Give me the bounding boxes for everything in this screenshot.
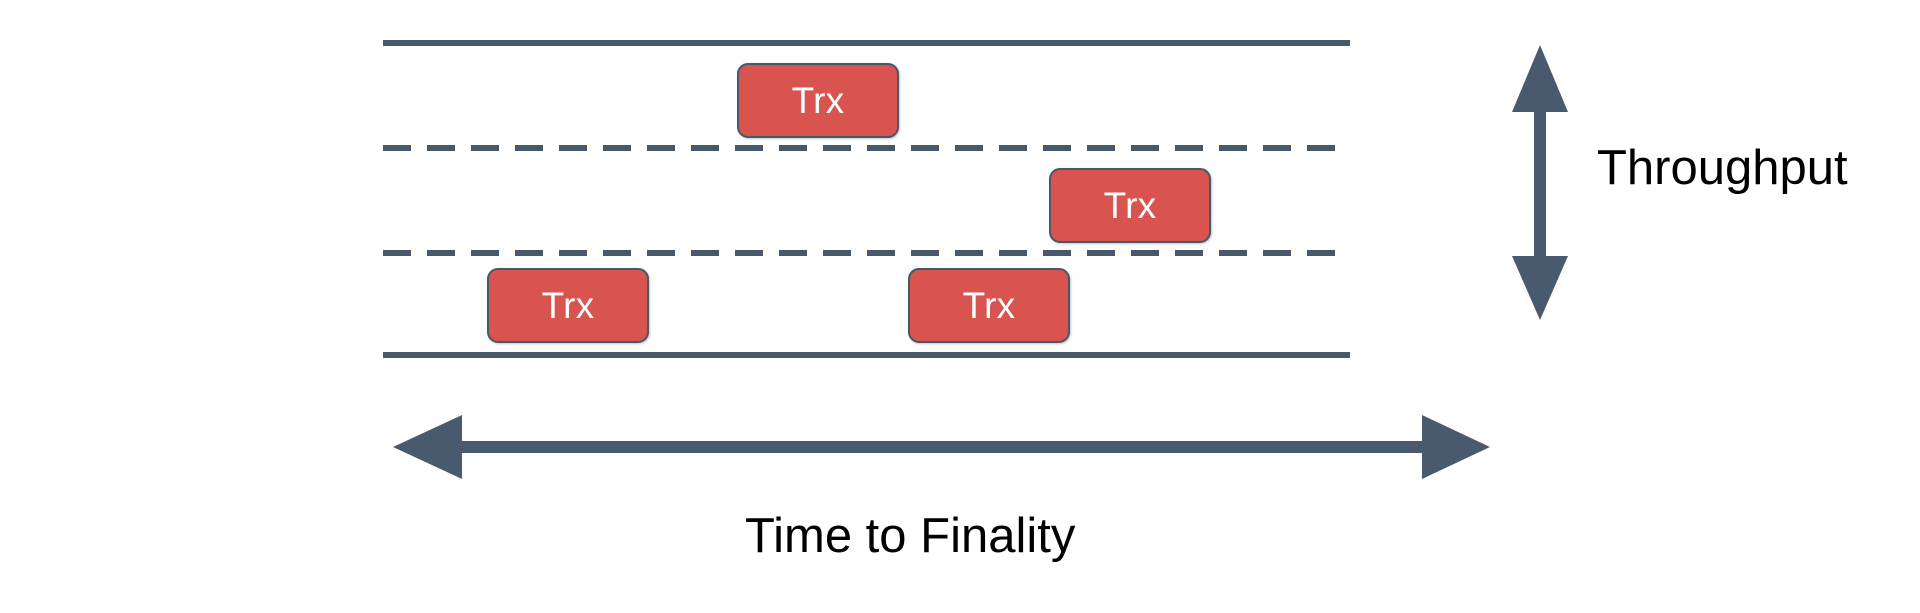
throughput-arrowhead-down <box>1512 256 1568 320</box>
transaction-box[interactable]: Trx <box>908 268 1070 343</box>
transaction-box[interactable]: Trx <box>1049 168 1211 243</box>
time-to-finality-axis-label: Time to Finality <box>745 509 1076 563</box>
throughput-arrowhead-up <box>1512 45 1568 112</box>
throughput-double-arrow <box>1512 45 1568 320</box>
time-arrow-shaft <box>458 441 1426 453</box>
time-to-finality-double-arrow <box>393 415 1490 479</box>
time-arrowhead-right <box>1422 415 1490 479</box>
transaction-box[interactable]: Trx <box>737 63 899 138</box>
transaction-label: Trx <box>541 285 595 326</box>
transaction-label: Trx <box>962 285 1016 326</box>
time-arrowhead-left <box>393 415 462 479</box>
transaction-box[interactable]: Trx <box>487 268 649 343</box>
throughput-axis-label: Throughput <box>1597 141 1848 195</box>
transaction-label: Trx <box>1103 185 1157 226</box>
transaction-label: Trx <box>791 80 845 121</box>
throughput-arrow-shaft <box>1534 108 1546 260</box>
